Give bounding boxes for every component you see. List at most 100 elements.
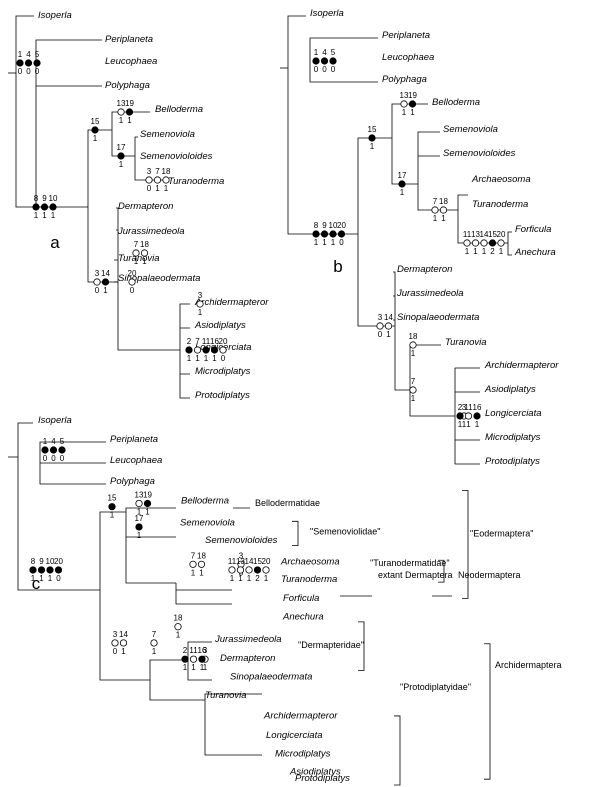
character-state: 1 [462,420,467,429]
taxon-label: Semenoviola [180,517,235,528]
character-number: 14 [119,630,128,639]
branch-line [309,37,378,83]
character-state: 1 [458,420,463,429]
character-number: 16 [198,646,207,655]
homoplasy-dot [480,239,488,247]
character-number: 16 [210,337,219,346]
character-number: 3 [239,551,244,560]
character-number: 3 [198,291,203,300]
taxon-label: Jurassimedeola [214,634,282,645]
character-state: 1 [264,574,269,583]
homoplasy-dot [111,639,119,647]
character-state: 0 [339,238,344,247]
character-number: 10 [329,221,338,230]
branch-line [358,621,365,671]
homoplasy-dot [262,566,270,574]
homoplasy-dot [236,566,245,574]
homoplasy-dot [439,206,448,214]
homoplasy-dot [197,560,206,568]
synapomorphy-dot [198,655,206,663]
character-state: 1 [127,116,132,125]
synapomorphy-dot [253,566,262,574]
character-state: 1 [93,134,98,143]
group-label: "Eodermaptera" [470,529,533,539]
synapomorphy-dot [135,523,143,531]
branch-line [116,207,119,282]
character-state: 1 [400,188,405,197]
group-label: "Dermapteridae" [298,640,364,650]
character-state: 1 [183,663,188,672]
taxon-label: Sinopalaeodermata [230,671,312,682]
character-state: 1 [473,247,478,256]
homoplasy-dot [140,249,149,257]
character-number: 7 [191,551,196,560]
character-number: 17 [398,171,407,180]
synapomorphy-dot [202,346,210,354]
character-number: 14 [384,313,393,322]
homoplasy-dot [464,412,473,420]
character-state: 1 [142,257,147,266]
character-state: 1 [176,631,181,640]
character-number: 20 [54,557,63,566]
character-state: 1 [51,211,56,220]
group-label: Bellodermatidae [255,498,320,508]
taxon-label: Archaeosoma [280,556,340,567]
character-state: 1 [410,108,415,117]
homoplasy-dot [245,566,253,574]
branch-line [438,559,445,583]
taxon-label: Forficula [515,224,551,235]
character-state: 1 [482,247,487,256]
character-state: 1 [110,511,115,520]
branch-line [125,507,176,584]
character-number: 20 [128,269,137,278]
taxon-label: Protodiplatys [485,456,540,467]
character-number: 7 [152,630,157,639]
taxon-label: Forficula [283,593,319,604]
character-number: 3 [378,313,383,322]
synapomorphy-dot [101,278,110,286]
character-state: 1 [199,568,204,577]
taxon-label: Belloderma [432,97,480,108]
homoplasy-dot [196,300,204,308]
group-label: "Semenoviolidae" [310,526,380,536]
taxon-label: Asiodiplatys [194,320,246,331]
taxon-label: Jurassimedeola [117,226,185,237]
character-state: 0 [378,330,383,339]
character-state: 0 [60,454,65,463]
character-state: 1 [203,663,208,672]
character-state: 1 [31,574,36,583]
branch-line [114,259,118,283]
character-state: 0 [51,454,56,463]
group-label: extant Dermaptera [378,570,453,580]
character-state: 1 [402,108,407,117]
branch-line [393,271,410,391]
taxon-label: Dermapteron [397,264,452,275]
character-state: 0 [56,574,61,583]
taxon-label: Semenoviola [443,124,498,135]
taxon-label: Semenovioloides [140,151,213,162]
group-label: "Protodiplatyidae" [400,682,471,692]
group-label: Neodermaptera [458,570,521,580]
homoplasy-dot [384,322,393,330]
character-state: 1 [42,211,47,220]
character-number: 18 [439,197,448,206]
taxon-label: Jurassimedeola [396,288,464,299]
synapomorphy-dot [108,503,116,511]
taxon-label: Archidermapteror [194,297,269,308]
character-state: 2 [490,247,495,256]
taxon-label: Turanoderma [168,176,224,187]
branch-line [39,441,106,485]
character-state: 0 [35,67,40,76]
synapomorphy-dot [368,134,376,142]
character-state: 0 [147,184,152,193]
homoplasy-dot [189,560,197,568]
taxon-label: Semenovioloides [443,148,516,159]
character-number: 2 [183,646,188,655]
taxon-label: Dermapteron [220,653,275,664]
character-number: 3 [95,269,100,278]
character-state: 1 [39,574,44,583]
character-state: 0 [113,647,118,656]
character-state: 1 [34,211,39,220]
homoplasy-dot [497,239,505,247]
